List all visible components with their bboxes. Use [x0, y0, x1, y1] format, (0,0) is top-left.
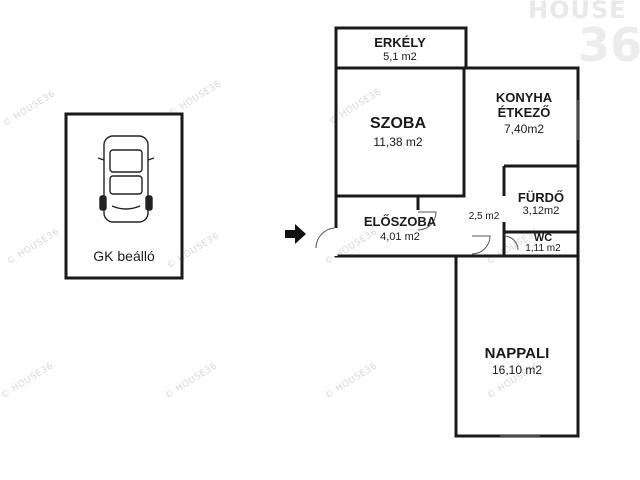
wall-parking [64, 112, 184, 280]
room-konyha-area: 7,40m2 [503, 122, 545, 136]
car-icon [97, 135, 155, 223]
room-furdo-area: 3,12m2 [522, 205, 560, 217]
room-nappali-area: 16,10 m2 [491, 363, 543, 377]
room-corridor-area: 2,5 m2 [468, 211, 500, 222]
door-eloszoba-swing [417, 211, 437, 231]
room-furdo-name: FÜRDŐ [517, 190, 565, 205]
logo-watermark-number: 36 [578, 18, 640, 72]
room-wc-name: WC [533, 232, 553, 244]
entrance-arrow-icon [285, 224, 306, 244]
room-konyha-name-2: ÉTKEZŐ [497, 105, 551, 120]
room-wc-area: 1,11 m2 [525, 243, 561, 254]
room-konyha-name-1: KONYHA [495, 90, 553, 105]
door-entrance-swing [315, 227, 337, 249]
door-nappali-swing [471, 235, 491, 255]
wall-szoba-kitchen [416, 68, 466, 210]
room-eloszoba-name: ELŐSZOBA [363, 214, 437, 229]
parking-label: GK beálló [93, 248, 155, 264]
room-erkely-name: ERKÉLY [374, 35, 426, 50]
room-szoba-name: SZOBA [370, 115, 426, 132]
door-wc-swing [503, 235, 519, 251]
room-szoba-area: 11,38 m2 [373, 135, 423, 149]
logo-watermark-text: HOUSE [528, 0, 627, 24]
room-eloszoba-area: 4,01 m2 [380, 231, 420, 243]
room-nappali-name: NAPPALI [484, 345, 550, 362]
room-erkely-area: 5,1 m2 [383, 51, 417, 63]
